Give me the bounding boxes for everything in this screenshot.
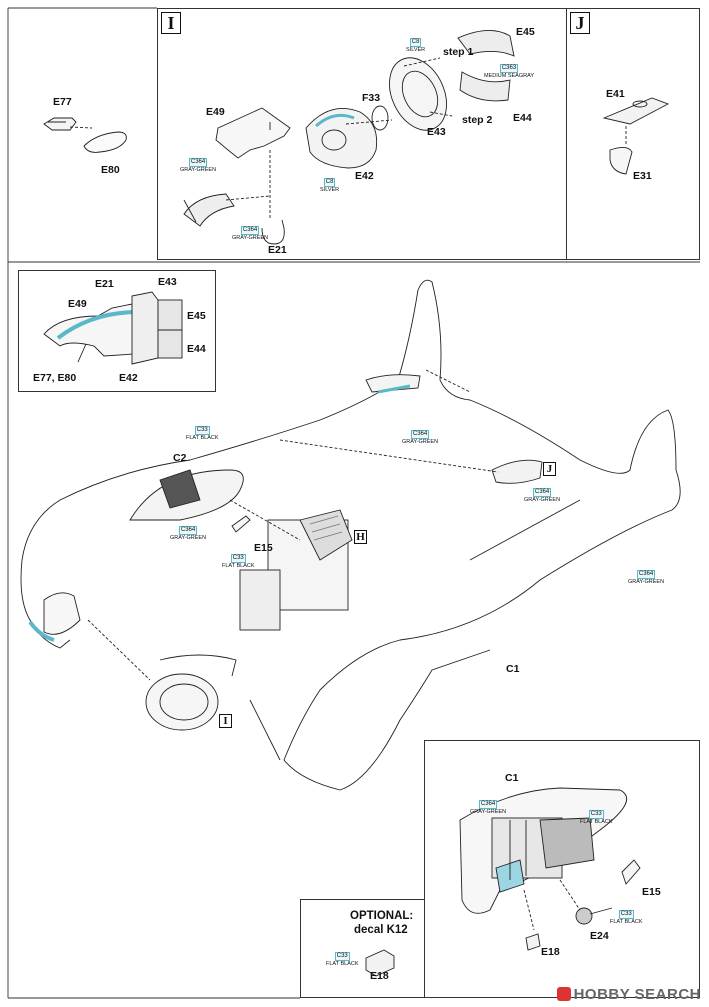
inset-label-e21: E21 — [95, 278, 114, 290]
step-j-box: J — [570, 12, 590, 34]
watermark: HOBBY SEARCH — [556, 986, 701, 1003]
inset-label-e42: E42 — [119, 372, 138, 384]
part-label-e41: E41 — [606, 88, 625, 100]
optional-decal: decal K12 — [354, 924, 408, 936]
part-label-e49: E49 — [206, 106, 225, 118]
inset-label-e45: E45 — [187, 310, 206, 322]
part-label-e44: E44 — [513, 112, 532, 124]
part-label-c2: C2 — [173, 452, 187, 464]
step-2-label: step 2 — [462, 114, 493, 126]
step-j-panel — [566, 8, 700, 260]
optional-panel — [300, 899, 425, 998]
part-label-e42: E42 — [355, 170, 374, 182]
optional-part-e18: E18 — [370, 970, 389, 982]
part-label-e45: E45 — [516, 26, 535, 38]
step-i-ref-box: I — [219, 714, 232, 728]
step-h-box: H — [354, 530, 367, 544]
part-label-e31: E31 — [633, 170, 652, 182]
part-label-e15: E15 — [254, 542, 273, 554]
part-label-f33: F33 — [362, 92, 381, 104]
part-label-e43: E43 — [427, 126, 446, 138]
detail-label-e24: E24 — [590, 930, 609, 942]
part-label-c1: C1 — [506, 663, 520, 675]
detail-label-c1: C1 — [505, 772, 519, 784]
inset-label-e49: E49 — [68, 298, 87, 310]
inset-label-e43: E43 — [158, 276, 177, 288]
inset-label-e77-e80: E77, E80 — [33, 372, 77, 384]
detail-label-e15: E15 — [642, 886, 661, 898]
inset-label-e44: E44 — [187, 343, 206, 355]
part-label-e77: E77 — [53, 96, 72, 108]
step-1-label: step 1 — [443, 46, 474, 58]
step-j-ref-box: J — [543, 462, 556, 476]
step-i-box: I — [161, 12, 181, 34]
part-label-e80: E80 — [101, 164, 120, 176]
hobby-search-logo-icon — [556, 987, 571, 1001]
detail-label-e18: E18 — [541, 946, 560, 958]
part-label-e21: E21 — [268, 244, 287, 256]
optional-title: OPTIONAL: — [350, 910, 414, 922]
